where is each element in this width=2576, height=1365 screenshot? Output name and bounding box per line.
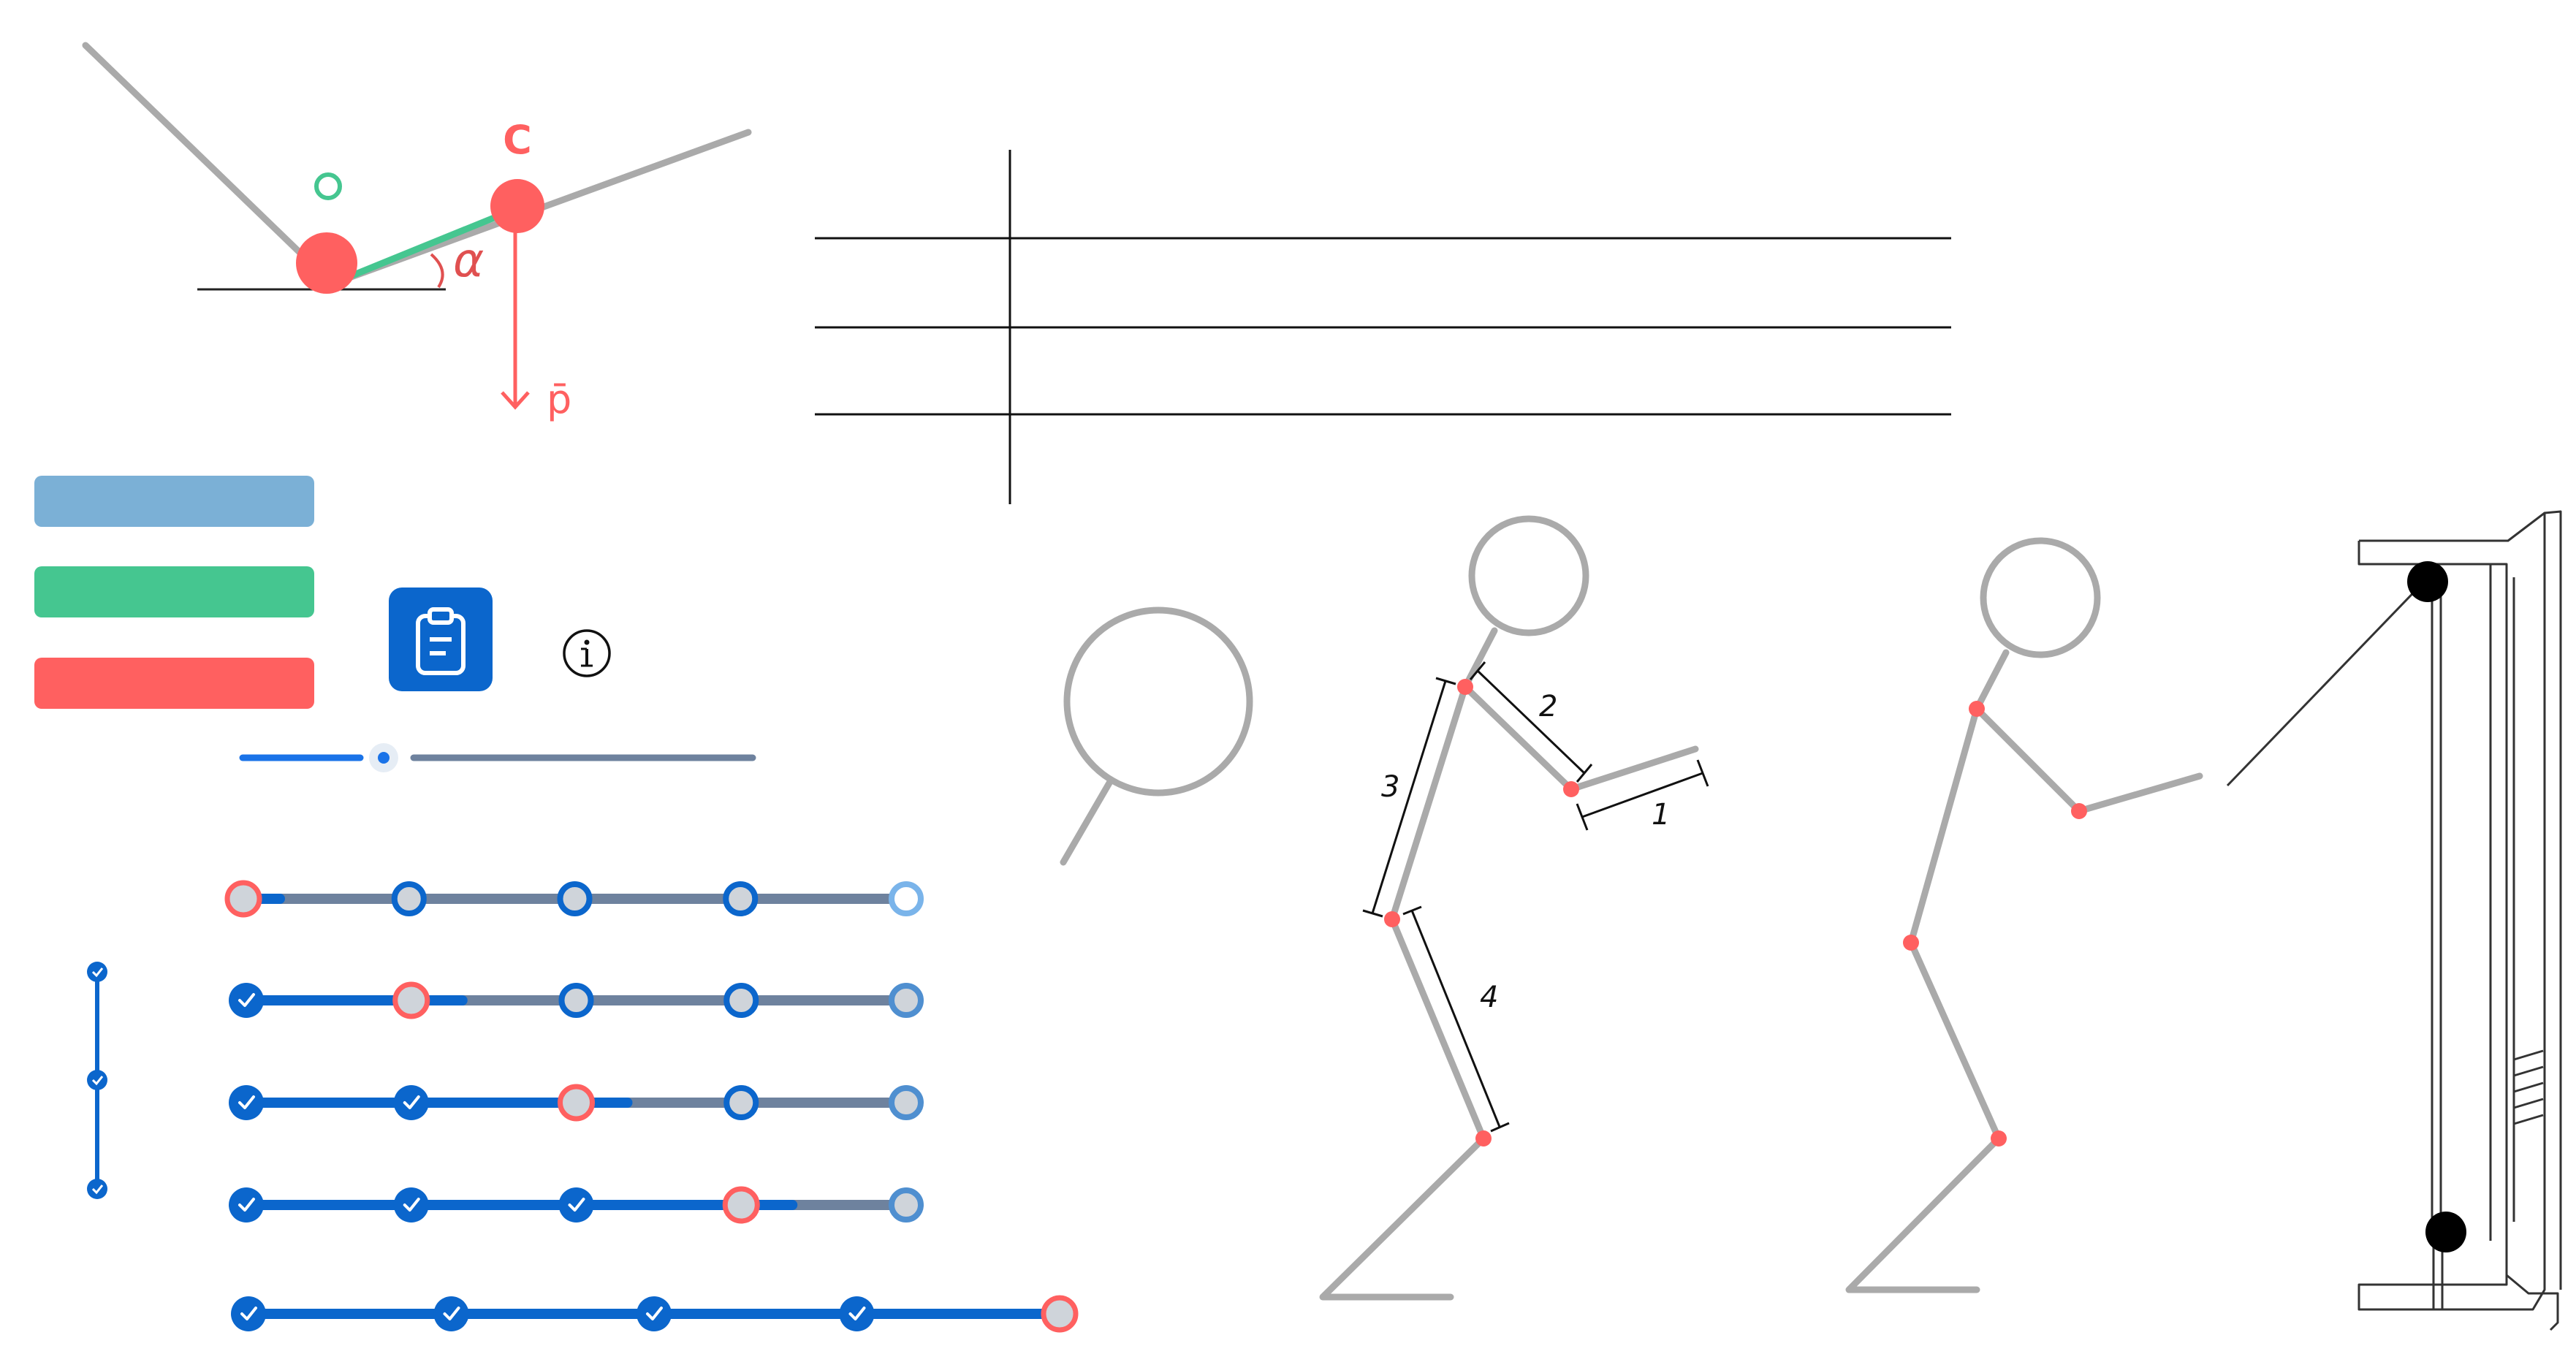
- dimension-brackets: [1362, 661, 1709, 1133]
- check-icon: [646, 1307, 663, 1320]
- stick-figure-pulling-joints: [1903, 701, 2087, 1147]
- stepper-step-2[interactable]: [393, 1085, 429, 1120]
- stepper-step-1[interactable]: [224, 880, 262, 918]
- check-icon: [91, 1185, 104, 1195]
- green-swatch: [34, 566, 314, 617]
- table-grid: [815, 150, 1951, 504]
- clipboard-button[interactable]: [389, 588, 493, 691]
- pulley-top: [2407, 561, 2448, 602]
- check-icon: [403, 1095, 420, 1109]
- green-connecting-line: [322, 205, 521, 290]
- stepper-step-1[interactable]: [229, 1187, 264, 1223]
- cable-line: [2226, 579, 2426, 787]
- stepper-step-3[interactable]: [558, 1187, 594, 1223]
- stick-figure-annotated: [1319, 515, 1699, 1301]
- ball-o: [296, 232, 357, 294]
- cable-machine: [2357, 510, 2562, 1331]
- stepper-step-2[interactable]: [433, 1296, 469, 1331]
- check-icon: [240, 1307, 257, 1320]
- physics-diagram: C α p̄: [82, 42, 752, 422]
- stepper-step-5[interactable]: [889, 1187, 924, 1223]
- segment-label-2: 2: [1539, 690, 1557, 723]
- check-icon: [568, 1198, 585, 1212]
- blue-swatch: [34, 476, 314, 527]
- slider-thumb[interactable]: [378, 752, 390, 764]
- check-icon: [238, 993, 255, 1007]
- progress-stepper-row: [224, 880, 924, 918]
- stepper-step-1[interactable]: [229, 1085, 264, 1120]
- stepper-step-3[interactable]: [637, 1296, 672, 1331]
- stepper-step-2[interactable]: [392, 981, 430, 1019]
- stick-figure-pulling: [1845, 537, 2203, 1293]
- pulley-bottom: [2425, 1212, 2466, 1252]
- lollipop-shape: [1060, 607, 1253, 866]
- stepper-step-4[interactable]: [839, 1296, 875, 1331]
- check-icon: [91, 1076, 104, 1086]
- vertical-step-1[interactable]: [87, 962, 107, 982]
- stick-figure-annotated-joints: [1384, 679, 1579, 1147]
- segment-label-1: 1: [1652, 798, 1670, 832]
- check-icon: [443, 1307, 460, 1320]
- point-o-marker: [314, 172, 342, 200]
- stepper-step-1[interactable]: [229, 983, 264, 1018]
- stepper-step-1[interactable]: [231, 1296, 266, 1331]
- red-swatch: [34, 658, 314, 709]
- left-incline-line: [82, 42, 311, 263]
- label-c: C: [503, 117, 532, 163]
- clipboard-icon: [416, 607, 466, 675]
- stepper-step-5[interactable]: [1041, 1295, 1079, 1333]
- stepper-step-2[interactable]: [393, 1187, 429, 1223]
- progress-steppers: [224, 880, 1079, 1333]
- stepper-step-3[interactable]: [557, 881, 593, 916]
- check-icon: [238, 1198, 255, 1212]
- check-icon: [848, 1307, 866, 1320]
- stepper-step-5[interactable]: [889, 881, 924, 916]
- segment-label-3: 3: [1381, 770, 1399, 804]
- progress-stepper-row: [231, 1295, 1079, 1333]
- stepper-step-4[interactable]: [723, 1085, 759, 1120]
- vertical-stepper: [87, 962, 107, 1199]
- label-alpha: α: [453, 234, 484, 288]
- stepper-step-3[interactable]: [558, 1084, 595, 1122]
- progress-stepper-row: [229, 1186, 924, 1224]
- check-icon: [403, 1198, 420, 1212]
- stepper-step-5[interactable]: [889, 983, 924, 1018]
- vertical-step-3[interactable]: [87, 1179, 107, 1199]
- check-icon: [238, 1095, 255, 1109]
- segment-label-4: 4: [1480, 981, 1498, 1014]
- progress-stepper-row: [229, 981, 924, 1019]
- check-icon: [91, 967, 104, 978]
- stepper-step-5[interactable]: [889, 1085, 924, 1120]
- stepper-step-3[interactable]: [558, 983, 594, 1018]
- stepper-step-2[interactable]: [391, 881, 427, 916]
- vertical-step-2[interactable]: [87, 1070, 107, 1090]
- stepper-step-4[interactable]: [723, 983, 759, 1018]
- stepper-step-4[interactable]: [722, 1186, 760, 1224]
- info-icon[interactable]: [563, 629, 611, 677]
- ball-c: [490, 179, 544, 233]
- stepper-step-4[interactable]: [723, 881, 759, 916]
- progress-stepper-row: [229, 1084, 924, 1122]
- segment-labels: 1 2 3 4: [1381, 690, 1670, 1014]
- force-arrow-head: [501, 391, 530, 410]
- angle-arc: [430, 253, 444, 289]
- slider[interactable]: [239, 743, 756, 772]
- label-p: p̄: [547, 376, 571, 422]
